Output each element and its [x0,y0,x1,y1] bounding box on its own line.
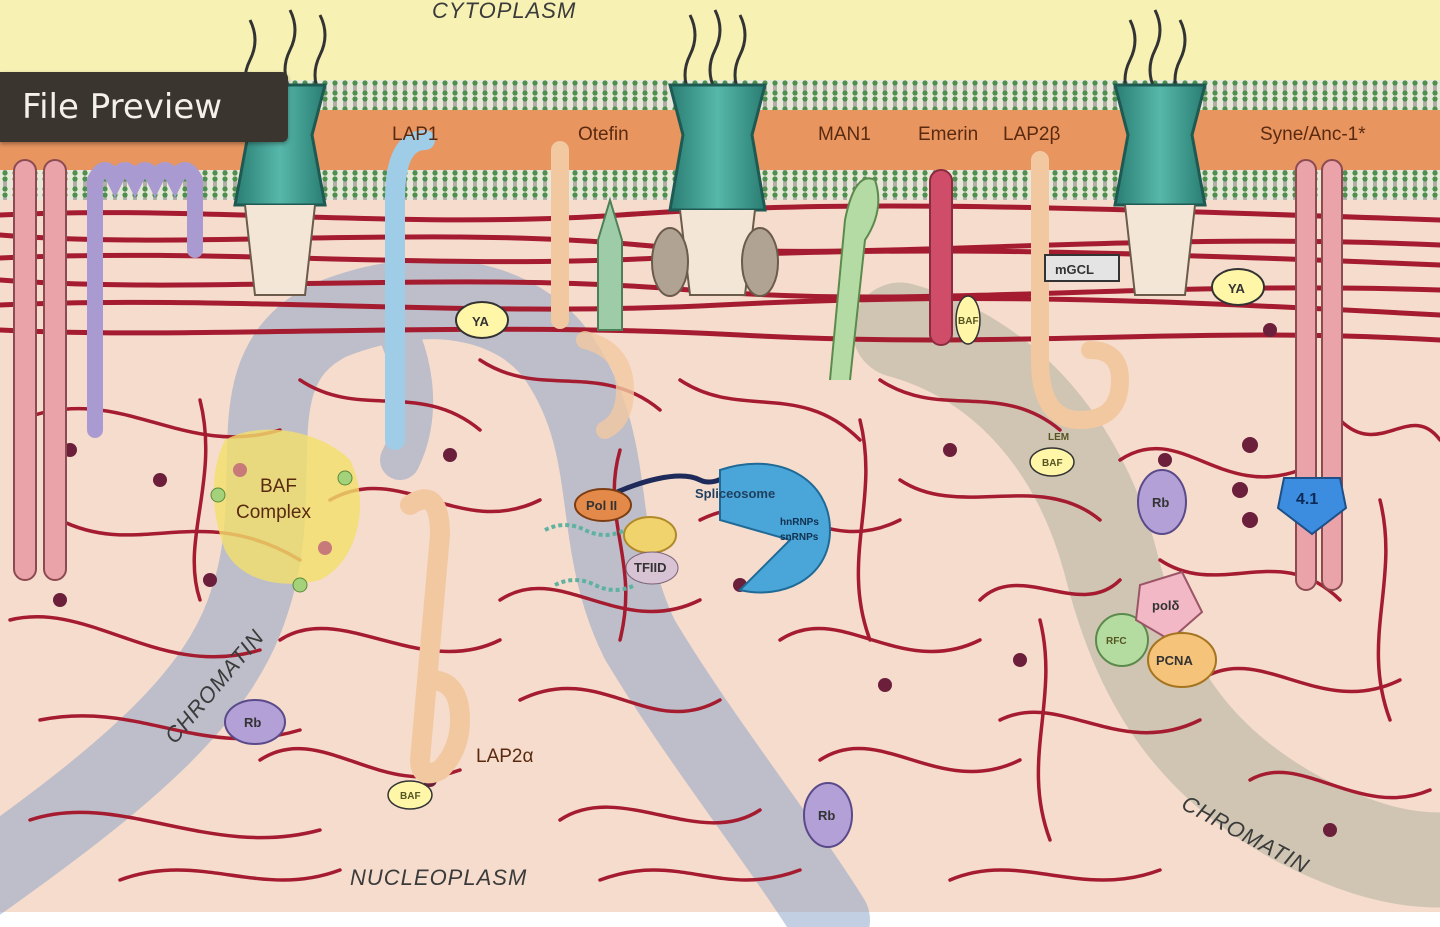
nuclear-pore-right [1113,9,1207,296]
baf-complex-label-2: Complex [236,502,311,523]
mgcl-box [1044,254,1120,282]
pol2-label: Pol II [586,498,617,513]
ya-right-shape [1211,268,1265,306]
man1-protein [829,177,880,381]
baf-emerin-label: BAF [958,316,979,327]
syne-label: Syne/Anc-1* [1260,124,1366,145]
otefin-label: Otefin [578,124,629,145]
ya-left-shape [455,301,509,339]
pold-label: polδ [1152,598,1179,613]
spliceosome-label: Spliceosome [695,486,775,501]
left-membrane-proteins [13,159,203,581]
lap2b-protein [1031,151,1130,430]
rb-left-shape [224,699,286,745]
lap-arc-center [576,331,635,439]
rb-right-label: Rb [1152,495,1169,510]
baf-lap2a-label: BAF [400,791,421,802]
lem-label: LEM [1048,432,1069,443]
baf-lap2a-shape [387,780,433,810]
mgcl-label: mGCL [1055,262,1094,277]
lap2a-label: LAP2α [476,746,533,767]
ya-right-label: YA [1228,281,1245,296]
emerin-label: Emerin [918,124,978,145]
pol2-complex [544,465,762,592]
tfiid-label: TFIID [634,560,667,575]
emerin-protein [929,169,953,346]
baf-complex-label-1: BAF [260,476,297,497]
snrnps-label: snRNPs [780,532,819,543]
lap1-label: LAP1 [392,124,438,145]
rb-left-label: Rb [244,715,261,730]
file-preview-badge: File Preview [0,72,288,142]
ya-left-label: YA [472,314,489,329]
baf-emerin-shape [955,295,981,345]
band41-shape [1276,477,1348,536]
lap2a-protein [400,489,471,784]
nuclear-pore-center [651,9,779,297]
baf-lap2b-label: BAF [1042,458,1063,469]
pcna-label: PCNA [1156,653,1193,668]
rb-center-label: Rb [818,808,835,823]
rb-right-shape [1137,469,1187,535]
spliceosome [719,462,832,594]
man1-label: MAN1 [818,124,871,145]
rfc-label: RFC [1106,636,1127,647]
baf-lap2b-shape [1029,447,1075,477]
cytoplasm-label: CYTOPLASM [432,0,576,23]
nucleoplasm-fibers [8,358,1440,882]
nucleoplasm-label: NUCLEOPLASM [350,865,527,890]
baf-complex [210,429,360,593]
hnrnps-label: hnRNPs [780,517,819,528]
band41-label: 4.1 [1296,491,1318,508]
lap2b-label: LAP2β [1003,124,1060,145]
replication-complex [1095,570,1217,688]
otefin-protein [551,141,623,331]
rb-center-shape [803,782,853,848]
lap1-protein [385,130,435,450]
